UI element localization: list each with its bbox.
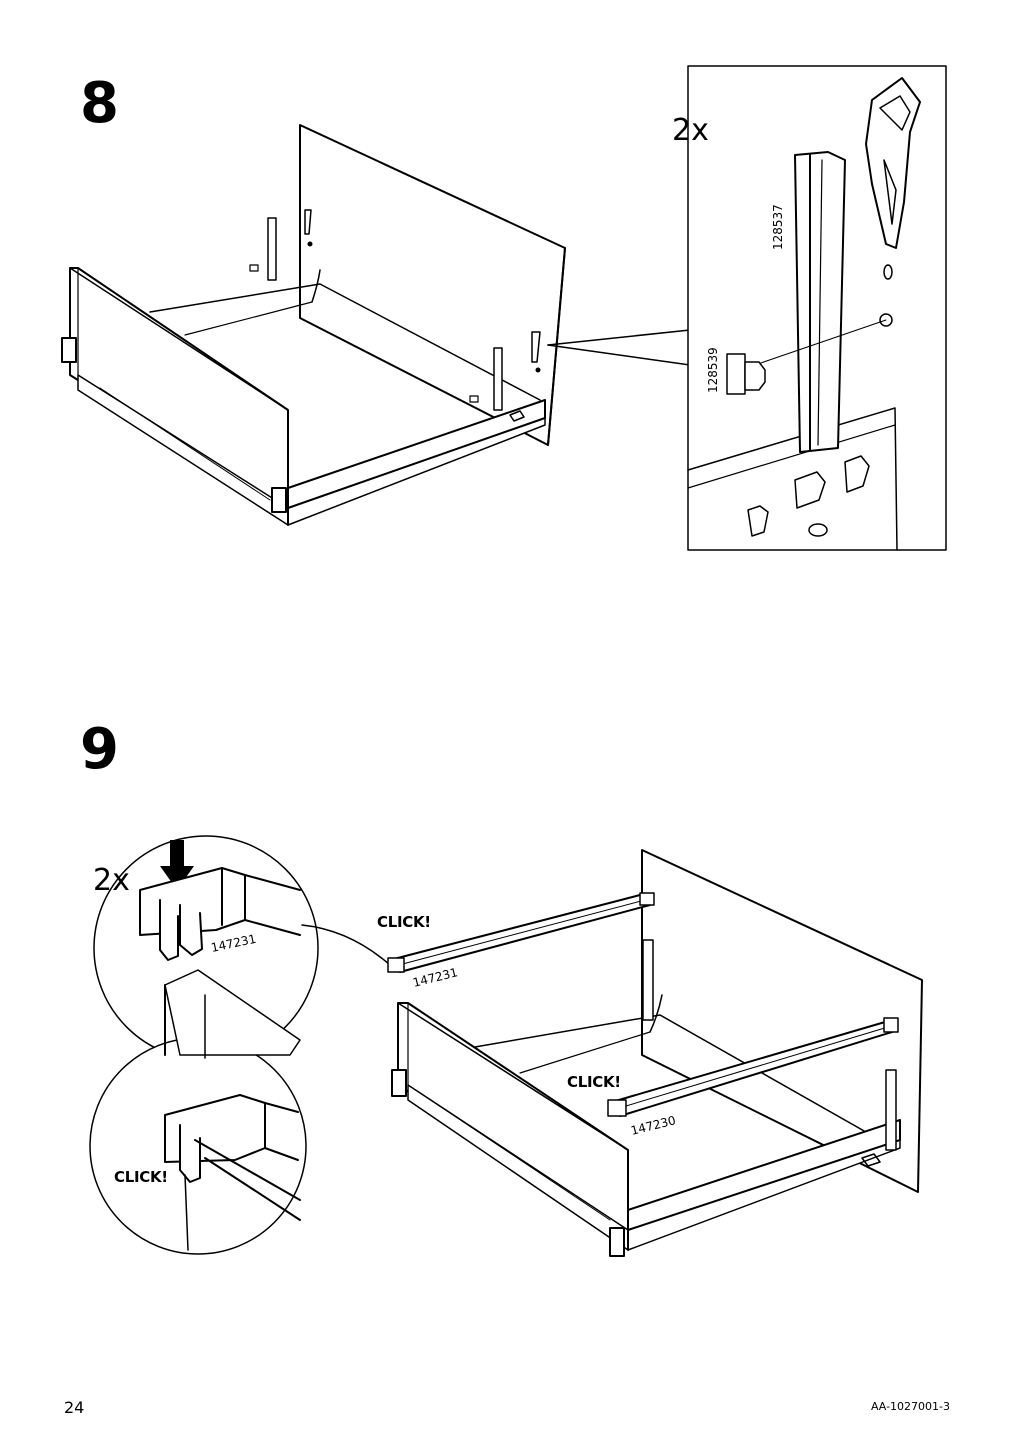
step-9-quantity-label: 2x (93, 863, 130, 898)
step-8-part-dowel-label: 128539 (706, 347, 720, 393)
step-9-drawer-illustration (387, 849, 923, 1257)
step-9-front-rail-part-label: 147230 (629, 1113, 677, 1138)
step-9-clip-detail-bottom (164, 1094, 301, 1251)
step-9-front-click-label: CLICK! (567, 1073, 621, 1091)
step-9-detail-click-label: CLICK! (114, 1168, 168, 1186)
step-8-detail-illustration (687, 77, 921, 551)
document-code: AA-1027001-3 (870, 1400, 950, 1413)
step-9-back-rail-part-label: 147231 (411, 965, 459, 990)
step-8-part-rail-label: 128537 (771, 204, 785, 250)
step-8-drawer-illustration (61, 124, 566, 526)
step-9-back-click-label: CLICK! (377, 913, 431, 931)
step-9-clip-detail-top (139, 840, 301, 1059)
page-number: 24 (64, 1398, 85, 1417)
step-8-quantity-label: 2x (672, 113, 709, 148)
step-9-number: 9 (80, 717, 119, 782)
step-8-number: 8 (80, 71, 119, 136)
